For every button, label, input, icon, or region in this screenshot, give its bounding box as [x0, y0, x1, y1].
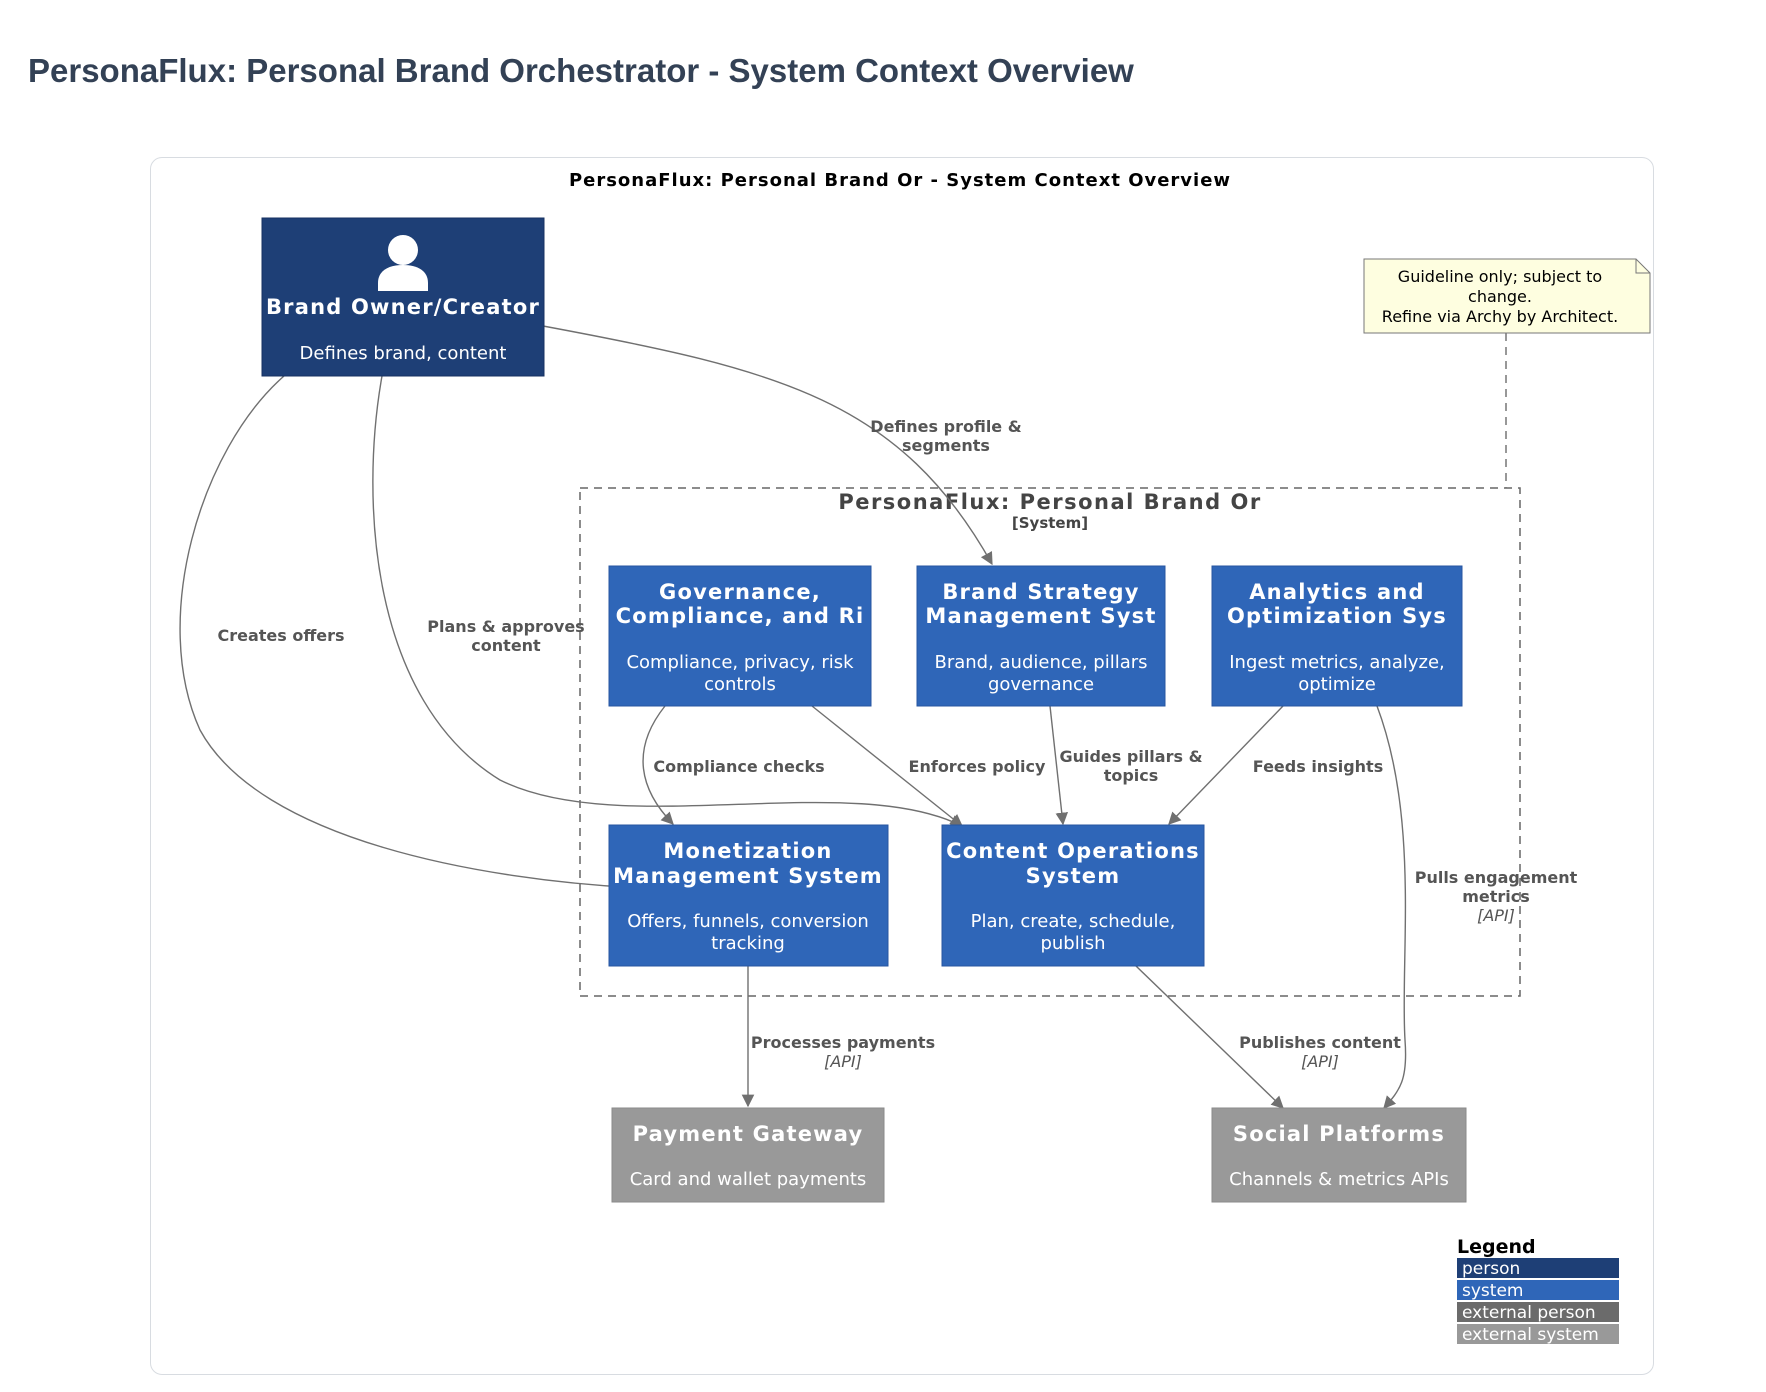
- node-description: Channels & metrics APIs: [1229, 1169, 1449, 1190]
- legend-swatch-person: [1457, 1258, 1619, 1278]
- node-description: tracking: [711, 933, 785, 954]
- node-title: Analytics and: [1249, 580, 1425, 604]
- legend-swatch-system: [1457, 1280, 1619, 1300]
- svg-text:Compliance checks: Compliance checks: [653, 757, 824, 776]
- node-social-platforms[interactable]: Social Platforms Channels & metrics APIs: [1211, 1107, 1467, 1203]
- node-title: System: [1026, 864, 1121, 888]
- edge-analytics-content-ops: [1168, 705, 1284, 825]
- legend-swatch-external-person: [1457, 1302, 1619, 1322]
- edge-governance-monetization: [642, 705, 674, 825]
- edge-label: Feeds insights: [1253, 757, 1383, 776]
- edge-label: Guides pillars & topics: [1059, 747, 1202, 785]
- legend-title: Legend: [1457, 1236, 1536, 1258]
- page-title: PersonaFlux: Personal Brand Orchestrator…: [28, 52, 1134, 89]
- node-title: Monetization: [663, 839, 832, 863]
- node-description: controls: [704, 674, 776, 695]
- person-icon: [378, 235, 428, 291]
- legend-item: person: [1462, 1259, 1520, 1279]
- svg-text:content: content: [471, 636, 541, 655]
- node-description: Plan, create, schedule,: [971, 911, 1176, 932]
- node-title: Brand Strategy: [942, 580, 1139, 604]
- legend-item: external person: [1462, 1303, 1596, 1323]
- guideline-note: Guideline only; subject to change. Refin…: [1363, 258, 1651, 334]
- legend-swatch-external-system: [1457, 1324, 1619, 1344]
- node-description: Defines brand, content: [300, 343, 507, 364]
- svg-text:metrics: metrics: [1462, 887, 1530, 906]
- edge-label: Defines profile & segments: [870, 417, 1021, 455]
- svg-text:Defines profile &: Defines profile &: [870, 417, 1021, 436]
- node-description: optimize: [1298, 674, 1376, 695]
- edge-label: Creates offers: [217, 626, 344, 645]
- note-line: Guideline only; subject to: [1398, 267, 1602, 286]
- node-description: publish: [1040, 933, 1105, 954]
- diagram-frame: [150, 157, 1654, 1375]
- node-title: Management Syst: [925, 604, 1156, 628]
- node-title: Social Platforms: [1233, 1122, 1445, 1146]
- node-title: Brand Owner/Creator: [266, 295, 540, 319]
- node-content-operations[interactable]: Content Operations System Plan, create, …: [941, 824, 1205, 967]
- node-title: Governance,: [659, 580, 821, 604]
- node-analytics[interactable]: Analytics and Optimization Sys Ingest me…: [1211, 565, 1463, 707]
- edge-content-ops-social: [1135, 965, 1284, 1109]
- edge-label: Publishes content [API]: [1239, 1033, 1401, 1071]
- boundary-type: [System]: [1012, 514, 1088, 532]
- edge-governance-content-ops: [811, 705, 963, 827]
- edge-owner-strategy: [542, 325, 993, 566]
- svg-text:Pulls engagement: Pulls engagement: [1415, 868, 1578, 887]
- legend-item: external system: [1462, 1325, 1599, 1345]
- edge-strategy-content-ops: [1049, 705, 1069, 826]
- node-description: governance: [988, 674, 1094, 695]
- node-title: Management System: [613, 864, 883, 888]
- legend-item: system: [1462, 1281, 1523, 1301]
- edge-analytics-social: [1376, 705, 1407, 1109]
- svg-text:Publishes content: Publishes content: [1239, 1033, 1401, 1052]
- boundary-name: PersonaFlux: Personal Brand Or: [838, 490, 1261, 514]
- svg-text:Guides pillars &: Guides pillars &: [1059, 747, 1202, 766]
- node-title: Compliance, and Ri: [616, 604, 865, 628]
- node-description: Ingest metrics, analyze,: [1229, 652, 1445, 673]
- node-description: Offers, funnels, conversion: [627, 911, 869, 932]
- node-title: Payment Gateway: [633, 1122, 864, 1146]
- node-governance[interactable]: Governance, Compliance, and Ri Complianc…: [608, 565, 872, 707]
- node-brand-owner[interactable]: Brand Owner/Creator Defines brand, conte…: [261, 217, 545, 377]
- edge-label: Enforces policy: [909, 757, 1046, 776]
- node-description: Compliance, privacy, risk: [626, 652, 854, 673]
- svg-text:[API]: [API]: [824, 1052, 862, 1071]
- edge-label: Plans & approves content: [427, 617, 584, 655]
- node-monetization[interactable]: Monetization Management System Offers, f…: [608, 824, 889, 967]
- note-line: change.: [1468, 287, 1532, 306]
- note-line: Refine via Archy by Architect.: [1382, 307, 1618, 326]
- system-boundary: [579, 487, 1521, 997]
- svg-text:Creates offers: Creates offers: [217, 626, 344, 645]
- node-payment-gateway[interactable]: Payment Gateway Card and wallet payments: [611, 1107, 885, 1203]
- svg-text:Feeds insights: Feeds insights: [1253, 757, 1383, 776]
- node-title: Optimization Sys: [1227, 604, 1447, 628]
- node-brand-strategy[interactable]: Brand Strategy Management Syst Brand, au…: [916, 565, 1166, 707]
- svg-text:[API]: [API]: [1301, 1052, 1339, 1071]
- edge-label: Pulls engagement metrics [API]: [1415, 868, 1578, 925]
- node-description: Brand, audience, pillars: [934, 652, 1147, 673]
- svg-text:topics: topics: [1104, 766, 1159, 785]
- edge-label: Processes payments [API]: [751, 1033, 935, 1071]
- edge-owner-content-ops: [372, 375, 964, 827]
- svg-text:Enforces policy: Enforces policy: [909, 757, 1046, 776]
- legend: Legend person system external person ext…: [1457, 1236, 1619, 1345]
- svg-text:segments: segments: [902, 436, 990, 455]
- node-title: Content Operations: [946, 839, 1200, 863]
- node-description: Card and wallet payments: [630, 1169, 867, 1190]
- svg-text:[API]: [API]: [1477, 906, 1515, 925]
- svg-text:Plans & approves: Plans & approves: [427, 617, 584, 636]
- edge-owner-monetization: [179, 375, 643, 894]
- svg-text:Processes payments: Processes payments: [751, 1033, 935, 1052]
- diagram-title: PersonaFlux: Personal Brand Or - System …: [569, 170, 1231, 191]
- edge-label: Compliance checks: [653, 757, 824, 776]
